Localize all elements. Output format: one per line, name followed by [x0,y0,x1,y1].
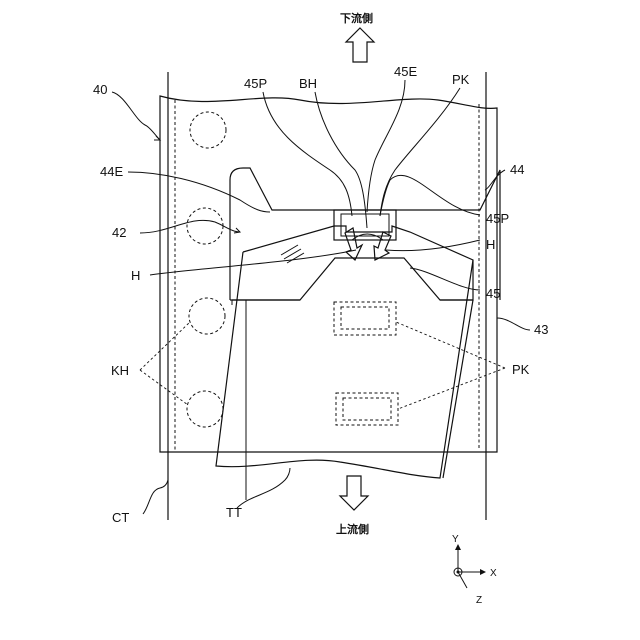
bulge-bh [352,234,383,240]
ref-kh: KH [111,363,129,378]
downstream-arrow-icon [346,28,374,62]
ref-40: 40 [93,82,107,97]
pocket-lower [336,393,398,425]
sprocket-holes [187,112,226,427]
axis-z-label: Z [476,595,482,606]
ref-pk-right: PK [512,362,530,377]
axis-y-label: Y [452,534,459,545]
ref-45p-top: 45P [244,76,267,91]
sprocket-hole [187,208,223,244]
upstream-label: 上流側 [336,522,369,536]
tape-tt [216,252,473,478]
ref-bh: BH [299,76,317,91]
axis-x-label: X [490,568,497,579]
upstream-arrow-icon [340,476,368,510]
element-45 [232,226,473,300]
ref-h-left: H [131,268,140,283]
axis-indicator [454,544,486,588]
sheet-40 [160,96,497,452]
sprocket-hole [187,391,223,427]
element-45e-inner [341,214,389,236]
sprocket-hole [190,112,226,148]
ref-45: 45 [486,286,500,301]
ref-pk-top: PK [452,72,470,87]
ref-45e: 45E [394,64,417,79]
ref-44: 44 [510,162,524,177]
ref-44e: 44E [100,164,123,179]
ref-h-right: H [486,237,495,252]
downstream-label: 下流側 [340,11,373,25]
sprocket-hole [189,298,225,334]
ref-tt: TT [226,505,242,520]
ref-45p-right: 45P [486,211,509,226]
arrow-h-left [345,228,362,260]
carrier-tape [168,72,486,520]
pocket-upper [334,302,396,335]
tape-tt-right-edge [443,300,473,478]
ref-ct: CT [112,510,129,525]
ref-43: 43 [534,322,548,337]
ref-42: 42 [112,225,126,240]
